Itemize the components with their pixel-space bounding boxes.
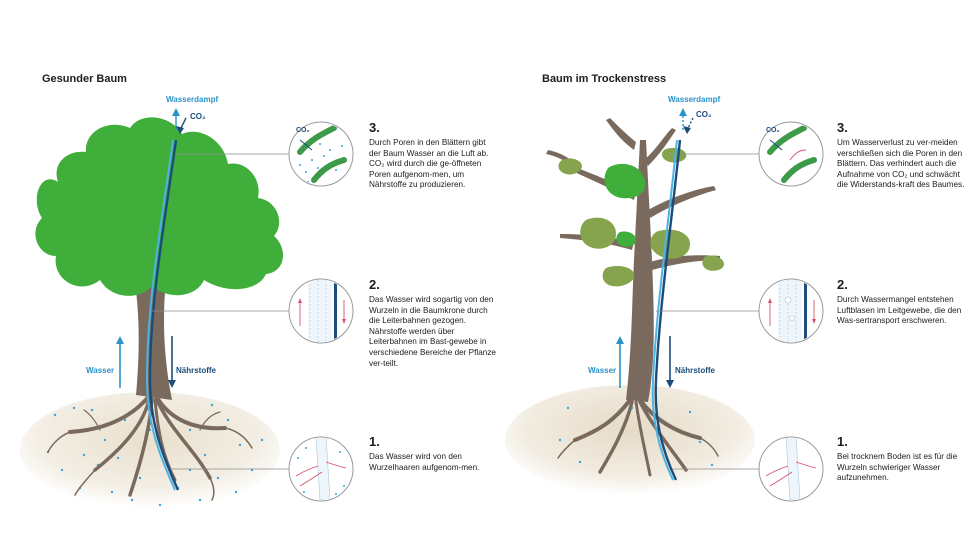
stressed-circle-co2: CO₂	[766, 127, 780, 134]
healthy-step-3: 3. Durch Poren in den Blättern gibt der …	[369, 120, 499, 191]
healthy-soil	[20, 392, 280, 508]
stressed-vapor-label: Wasserdampf	[668, 95, 721, 104]
step-number: 3.	[369, 120, 380, 135]
step-number: 1.	[837, 434, 848, 449]
dry-leaf-pore-circle	[758, 121, 824, 187]
healthy-crown	[35, 117, 284, 296]
step-number: 3.	[837, 120, 848, 135]
healthy-step-2: 2. Das Wasser wird sogartig von den Wurz…	[369, 277, 499, 369]
healthy-connector-lines	[150, 153, 290, 470]
healthy-leaf-pore-circle	[288, 121, 354, 187]
step-text: Durch Poren in den Blättern gibt der Bau…	[369, 138, 489, 190]
dry-vapor-arrow	[679, 108, 694, 134]
step-text: Durch Wassermangel entstehen Luftblasen …	[837, 295, 962, 326]
healthy-co2-label: CO₂	[190, 112, 206, 121]
stressed-co2-label: CO₂	[696, 110, 712, 119]
healthy-xylem-line	[145, 139, 180, 491]
healthy-circle-co2: CO₂	[296, 127, 310, 134]
healthy-vapor-label: Wasserdampf	[166, 95, 219, 104]
healthy-stem-section-circle	[288, 278, 354, 344]
step-number: 2.	[369, 277, 380, 292]
dry-connector-lines	[656, 153, 760, 470]
stressed-nutrients-label: Nährstoffe	[675, 366, 716, 375]
step-text: Das Wasser wird sogartig von den Wurzeln…	[369, 295, 496, 368]
dry-nutrients-arrow	[666, 336, 674, 388]
healthy-water-arrow	[116, 336, 124, 388]
healthy-water-label: Wasser	[86, 366, 115, 375]
healthy-step-1: 1. Das Wasser wird von den Wurzelhaaren …	[369, 434, 499, 473]
dry-stem-section-circle	[758, 278, 824, 344]
dry-roots	[557, 398, 719, 477]
dry-soil	[505, 385, 755, 495]
stressed-step-2: 2. Durch Wassermangel entstehen Luftblas…	[837, 277, 967, 327]
dry-root-hair-circle	[758, 436, 824, 502]
healthy-root-hair-circle	[288, 436, 354, 502]
step-text: Bei trocknem Boden ist es für die Wurzel…	[837, 452, 958, 483]
stressed-step-3: 3. Um Wasserverlust zu ver-meiden versch…	[837, 120, 967, 191]
dry-leaves	[558, 147, 724, 287]
step-text: Um Wasserverlust zu ver-meiden verschlie…	[837, 138, 965, 190]
healthy-nutrients-label: Nährstoffe	[176, 366, 217, 375]
dry-water-arrow	[616, 336, 624, 388]
healthy-title: Gesunder Baum	[42, 73, 127, 85]
step-text: Das Wasser wird von den Wurzelhaaren auf…	[369, 452, 480, 472]
step-number: 1.	[369, 434, 380, 449]
healthy-vapor-arrow	[172, 108, 187, 134]
stressed-water-label: Wasser	[588, 366, 617, 375]
step-number: 2.	[837, 277, 848, 292]
healthy-nutrients-arrow	[168, 336, 176, 388]
stressed-step-1: 1. Bei trocknem Boden ist es für die Wur…	[837, 434, 967, 484]
dry-xylem-line	[651, 139, 682, 481]
stressed-title: Baum im Trockenstress	[542, 73, 667, 85]
